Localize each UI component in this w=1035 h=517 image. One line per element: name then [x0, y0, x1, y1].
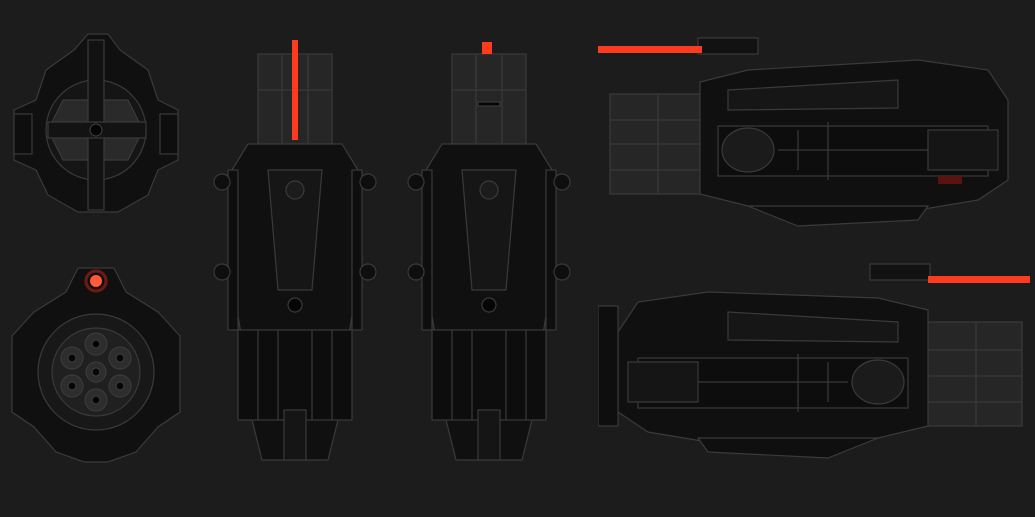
laser-beam-icon — [292, 40, 298, 140]
laser-emitter-icon — [90, 275, 102, 287]
side-view-left — [598, 262, 1030, 472]
bottom-view — [8, 262, 186, 472]
laser-beam-icon — [598, 46, 702, 53]
top-view — [8, 30, 186, 220]
side-view-right — [598, 30, 1030, 240]
laser-tip-icon — [482, 42, 492, 54]
laser-beam-icon — [928, 276, 1030, 283]
back-view — [402, 40, 576, 470]
front-view — [208, 40, 382, 470]
